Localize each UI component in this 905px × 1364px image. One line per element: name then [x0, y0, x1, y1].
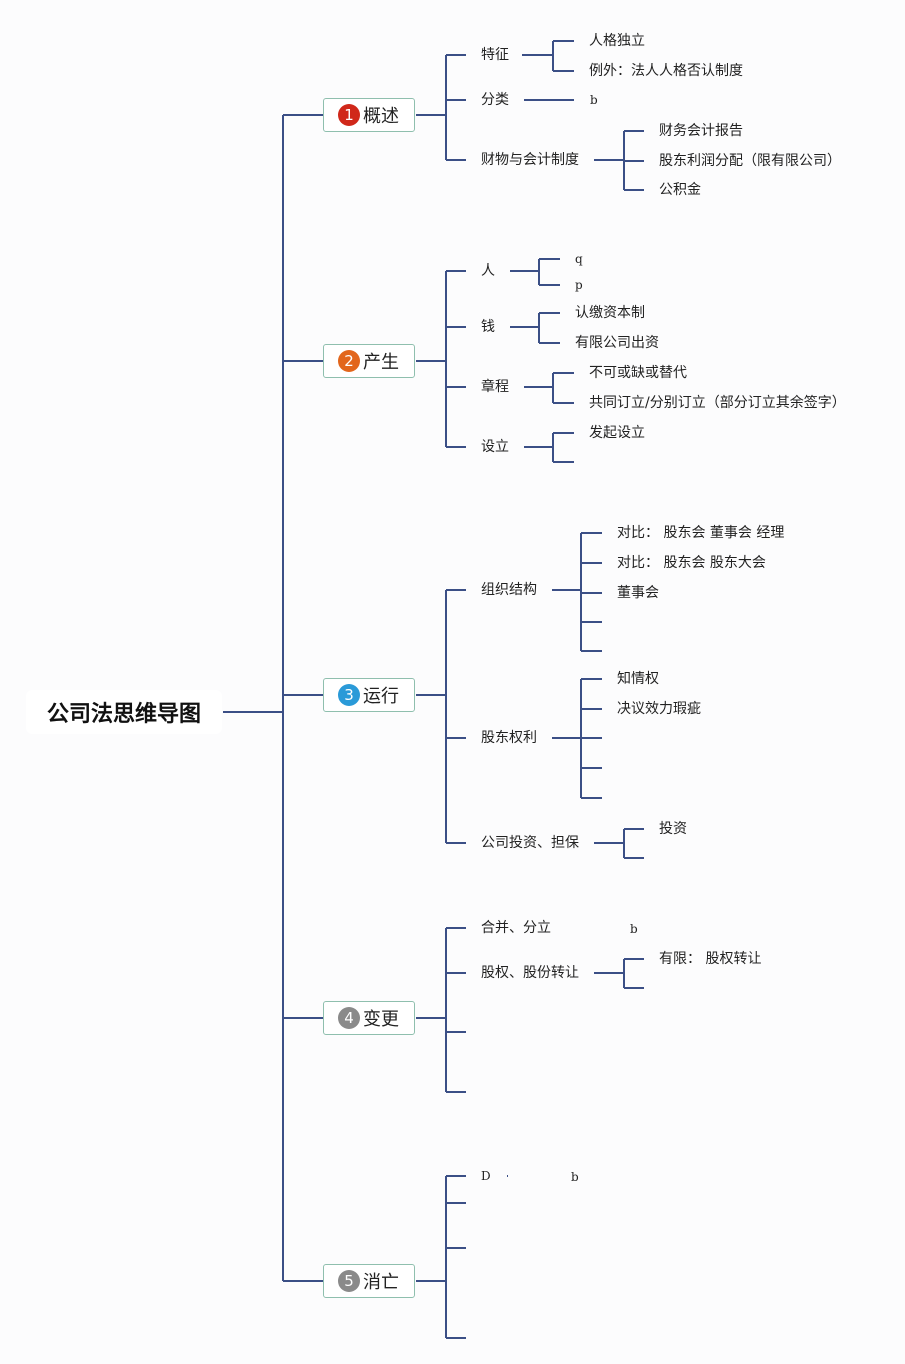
sub-node[interactable]: 钱 [481, 319, 495, 335]
leaf-node[interactable]: 董事会 [617, 585, 659, 601]
root-node[interactable]: 公司法思维导图 [26, 690, 222, 734]
main-node-label: 消亡 [363, 1272, 399, 1293]
leaf-node[interactable]: 公积金 [659, 182, 701, 198]
sub-node[interactable]: 设立 [481, 439, 509, 455]
main-node-label: 概述 [363, 106, 399, 127]
sub-node[interactable]: 财物与会计制度 [481, 152, 579, 168]
leaf-node[interactable]: 共同订立/分别订立（部分订立其余签字） [589, 395, 846, 411]
leaf-node[interactable]: 对比： 股东会 董事会 经理 [617, 525, 785, 541]
sub-node[interactable]: 特征 [481, 47, 509, 63]
leaf-node[interactable]: q [575, 252, 583, 266]
leaf-node[interactable]: 对比： 股东会 股东大会 [617, 555, 766, 571]
sub-node[interactable]: 分类 [481, 92, 509, 108]
leaf-node[interactable]: b [630, 922, 638, 936]
sub-node[interactable]: 股东权利 [481, 730, 537, 746]
sub-node[interactable]: 章程 [481, 379, 509, 395]
main-node-label: 运行 [363, 686, 399, 707]
leaf-node[interactable]: p [575, 278, 583, 292]
leaf-node[interactable]: 有限公司出资 [575, 335, 659, 351]
leaf-node[interactable]: 有限： 股权转让 [659, 951, 762, 967]
number-badge-icon: 4 [338, 1007, 360, 1029]
main-node-label: 变更 [363, 1009, 399, 1030]
leaf-node[interactable]: 例外：法人人格否认制度 [589, 63, 743, 79]
leaf-node[interactable]: 不可或缺或替代 [589, 365, 687, 381]
sub-node[interactable]: 人 [481, 263, 495, 279]
leaf-node[interactable]: 投资 [659, 821, 687, 837]
leaf-node[interactable]: 知情权 [617, 671, 659, 687]
sub-node[interactable]: 公司投资、担保 [481, 835, 579, 851]
sub-node[interactable]: 组织结构 [481, 582, 537, 598]
leaf-node[interactable]: 股东利润分配（限有限公司） [659, 153, 841, 169]
leaf-node[interactable]: 发起设立 [589, 425, 645, 441]
number-badge-icon: 2 [338, 350, 360, 372]
sub-node[interactable]: D [481, 1169, 491, 1183]
leaf-node[interactable]: 财务会计报告 [659, 123, 743, 139]
sub-node[interactable]: 合并、分立 [481, 920, 551, 936]
leaf-node[interactable]: b [590, 93, 598, 107]
number-badge-icon: 3 [338, 684, 360, 706]
number-badge-icon: 1 [338, 104, 360, 126]
number-badge-icon: 5 [338, 1270, 360, 1292]
leaf-node[interactable]: b [571, 1170, 579, 1184]
sub-node[interactable]: 股权、股份转让 [481, 965, 579, 981]
leaf-node[interactable]: 认缴资本制 [575, 305, 645, 321]
main-node-label: 产生 [363, 352, 399, 373]
leaf-node[interactable]: 决议效力瑕疵 [617, 701, 701, 717]
leaf-node[interactable]: 人格独立 [589, 33, 645, 49]
